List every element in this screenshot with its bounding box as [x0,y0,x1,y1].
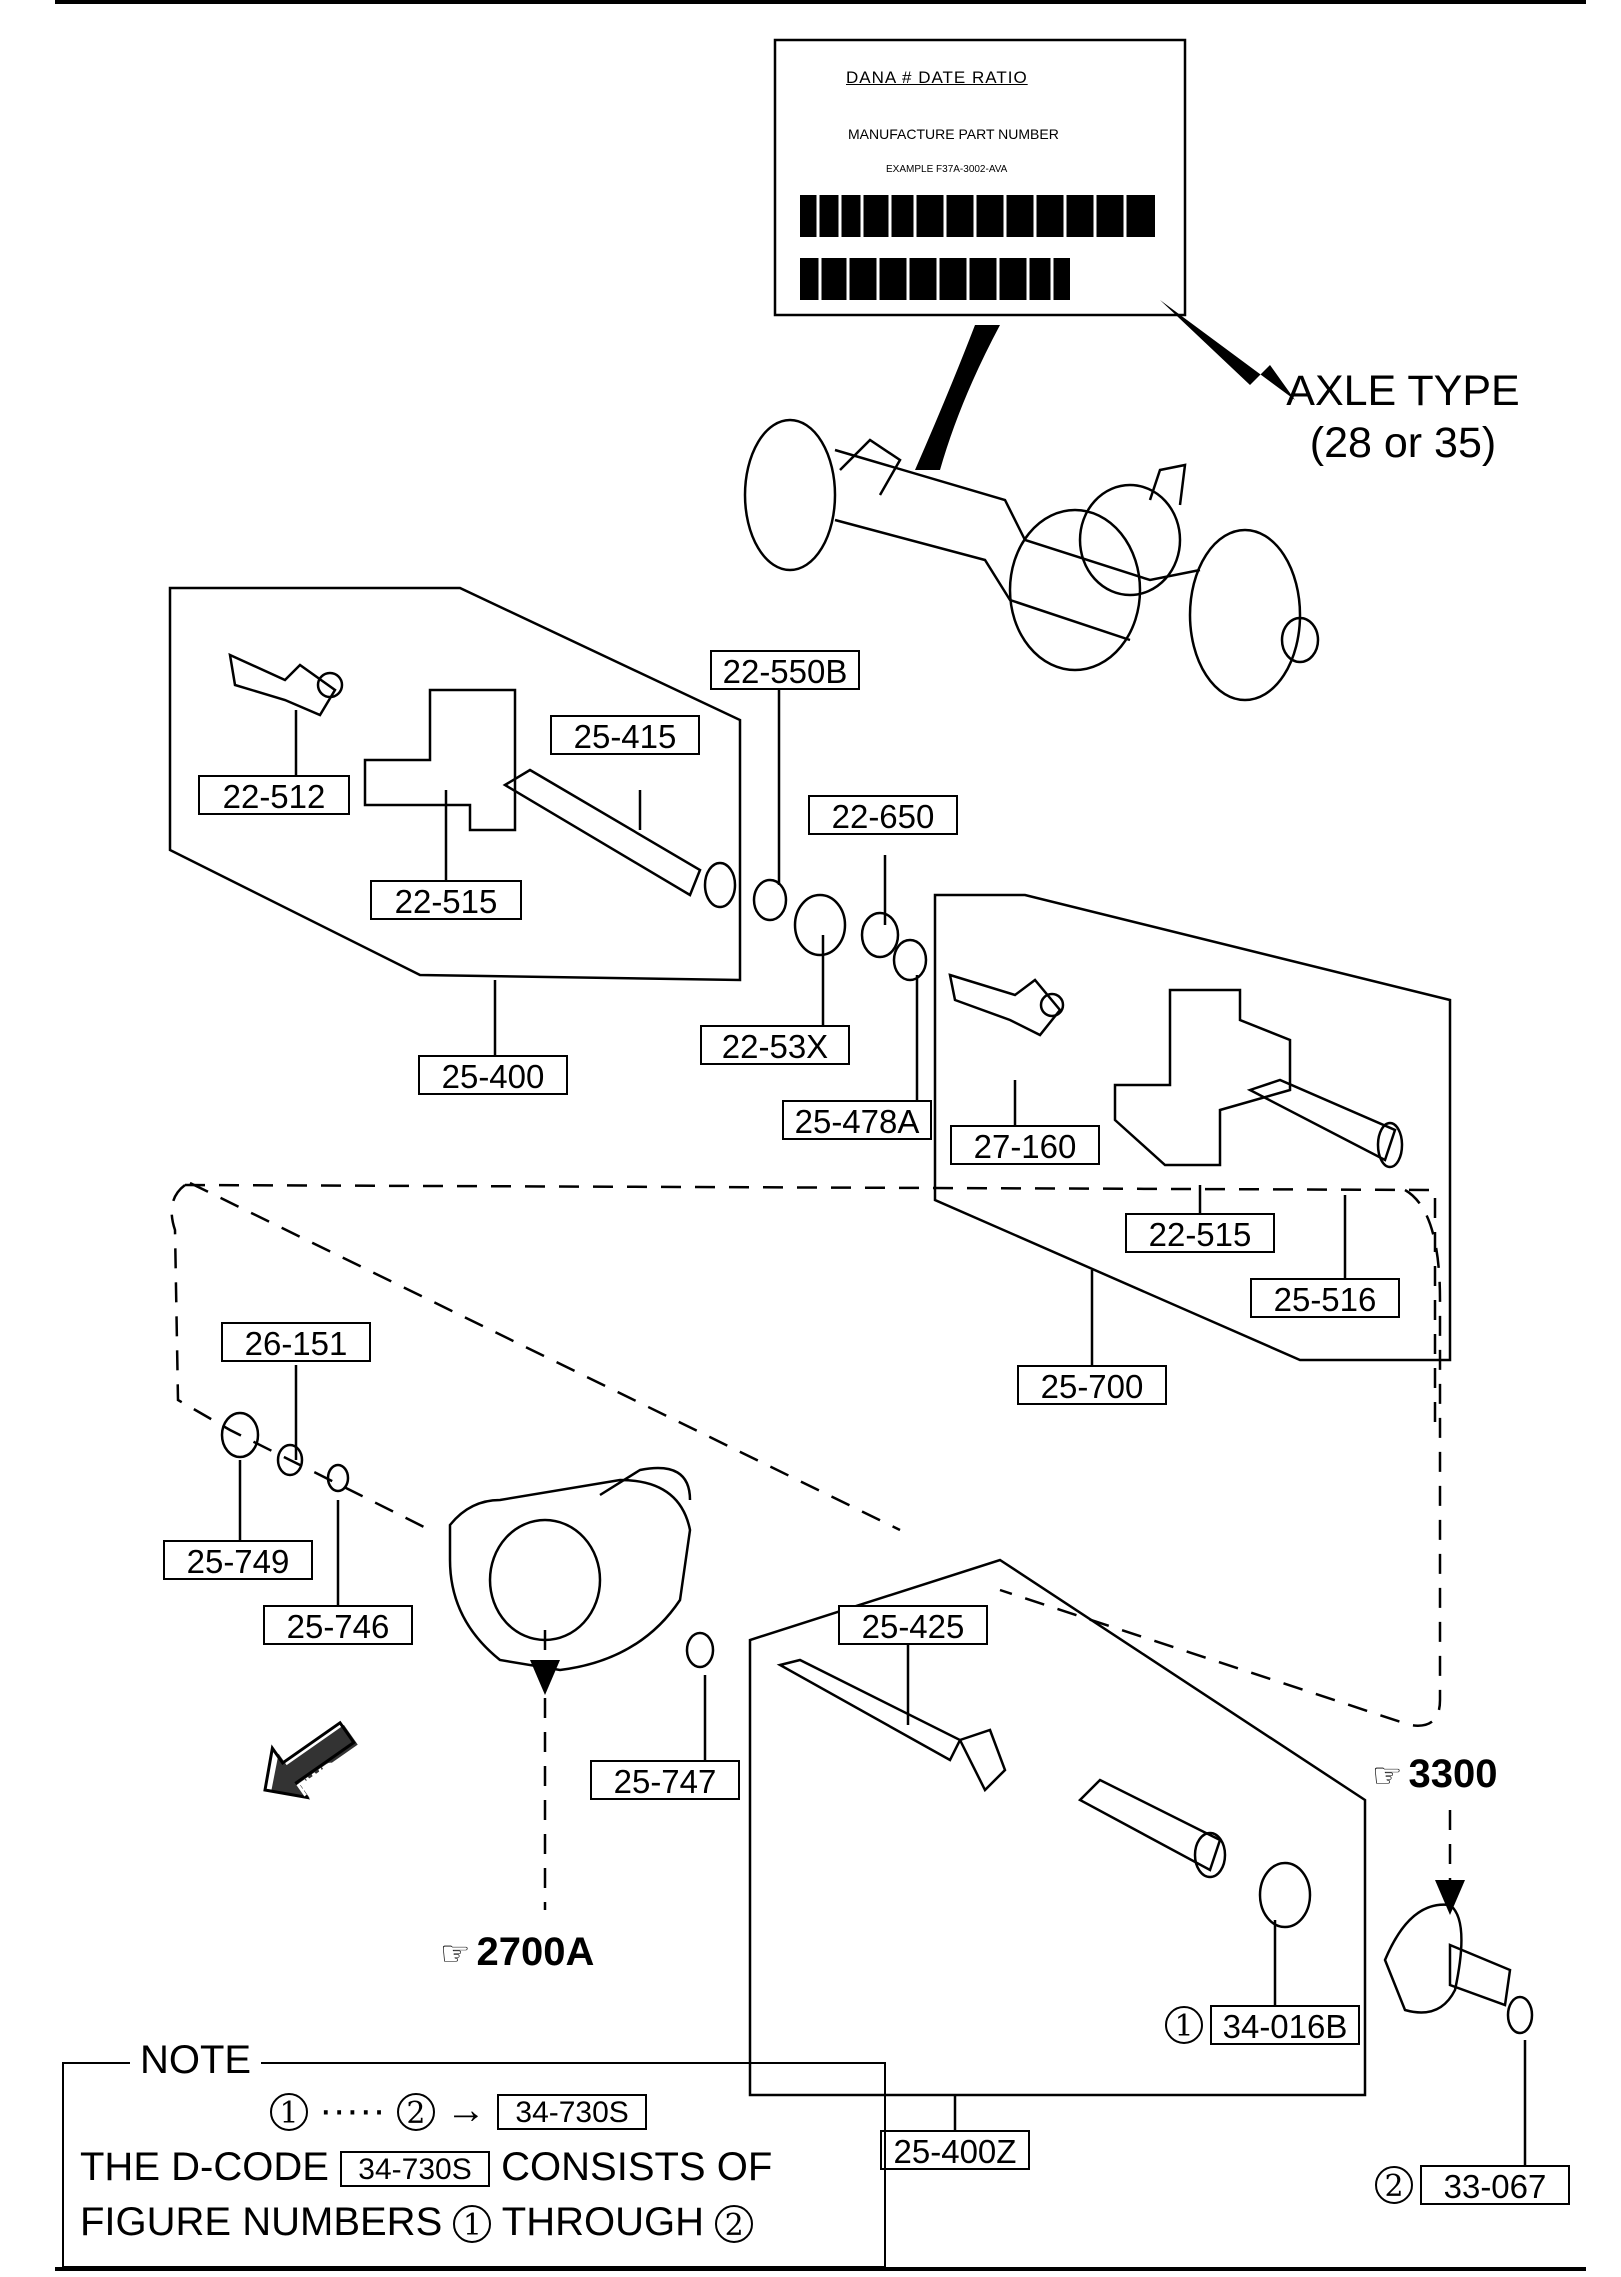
part-27-160: 27-160 [950,1125,1100,1165]
note-circled-2-b: 2 [715,2205,754,2244]
ref-3300-label: 3300 [1408,1752,1498,1796]
ref-2700a: ☞2700A [440,1930,594,1975]
yoke-22-512 [228,652,337,717]
note-circled-1-b: 1 [453,2205,492,2244]
label-card-header: DANA # DATE RATIO [846,68,1028,87]
carrier-housing [448,1478,692,1672]
group-25-400 [168,586,742,982]
part-34-016b: 34-016B [1210,2005,1360,2045]
spider-22-515-b [1113,988,1292,1167]
barcode-1 [800,195,1155,237]
group-25-700 [933,893,1452,1362]
yoke-27-160 [948,973,1062,1037]
part-22-512: 22-512 [198,775,350,815]
bottom-rule [55,2267,1586,2271]
part-25-478a: 25-478A [782,1100,932,1140]
part-25-400z: 25-400Z [880,2130,1030,2170]
note-circled-1: 1 [270,2093,308,2132]
circled-number-2: 2 [1375,2166,1413,2204]
ref-3300: ☞3300 [1372,1752,1497,1797]
part-25-415: 25-415 [550,715,700,755]
stub-shaft-lower [1077,1778,1222,1872]
note-code-box: 34-730S [497,2094,648,2131]
part-26-151: 26-151 [221,1322,371,1362]
stub-shaft-25-516 [1246,1078,1397,1162]
part-25-746: 25-746 [263,1605,413,1645]
note-dots: ····· [319,2088,386,2132]
pointing-hand-icon: ☞ [1372,1757,1403,1795]
part-22-515-b: 22-515 [1125,1213,1275,1253]
dashed-outline-left [170,1184,431,1532]
label-pointer [915,325,1000,470]
axle-type-pointer [1160,300,1295,400]
note-title: NOTE [130,2038,262,2083]
part-22-550b: 22-550B [710,650,860,690]
part-22-515-a: 22-515 [370,880,522,920]
axle-type-callout: AXLE TYPE (28 or 35) [1268,365,1538,469]
axle-type-line2: (28 or 35) [1309,419,1497,467]
shaft-25-425 [776,1658,962,1762]
circled-number-1: 1 [1165,2006,1203,2044]
note-line2-a: THE D-CODE [80,2145,329,2189]
part-22-650: 22-650 [808,795,958,835]
fwd-arrow-icon [263,1720,358,1800]
dashed-diagonal-1 [189,1181,901,1532]
note-box [62,2062,886,2268]
label-card-line2: MANUFACTURE PART NUMBER [848,126,1059,142]
part-22-53x: 22-53X [700,1025,850,1065]
note-line3-b: THROUGH [501,2200,704,2244]
barcode-2 [800,258,1070,300]
spider-22-515 [363,688,517,832]
part-25-516: 25-516 [1250,1278,1400,1318]
note-line-3: FIGURE NUMBERS 1 THROUGH 2 [80,2200,754,2245]
part-25-747: 25-747 [590,1760,740,1800]
note-line-1: 1 ····· 2 → 34-730S [270,2088,648,2133]
shaft-25-415 [502,768,702,897]
front-axle-assembly [743,418,1320,702]
part-25-400: 25-400 [418,1055,568,1095]
ref-2700a-label: 2700A [476,1930,595,1974]
part-25-749: 25-749 [163,1540,313,1580]
seal-34-016b [1258,1861,1312,1929]
part-25-425: 25-425 [838,1605,988,1645]
top-rule [55,0,1586,4]
note-line2-b: CONSISTS OF [501,2145,773,2189]
note-circled-2: 2 [396,2093,435,2132]
pointing-hand-icon: ☞ [440,1935,471,1973]
part-33-067: 33-067 [1420,2165,1570,2205]
note-line-2: THE D-CODE 34-730S CONSISTS OF [80,2145,772,2190]
note-code-box-inline: 34-730S [340,2151,491,2188]
axle-type-line1: AXLE TYPE [1286,367,1520,415]
axle-label-card [773,38,1187,317]
label-card-line3: EXAMPLE F37A-3002-AVA [886,164,1008,175]
note-line3-a: FIGURE NUMBERS [80,2200,443,2244]
group-25-400z [748,1558,1367,2097]
note-arrow: → [445,2088,486,2132]
spindle-flange [1383,1903,1463,2014]
dashed-diagonal-2 [999,1188,1442,1727]
part-25-700: 25-700 [1017,1365,1167,1405]
